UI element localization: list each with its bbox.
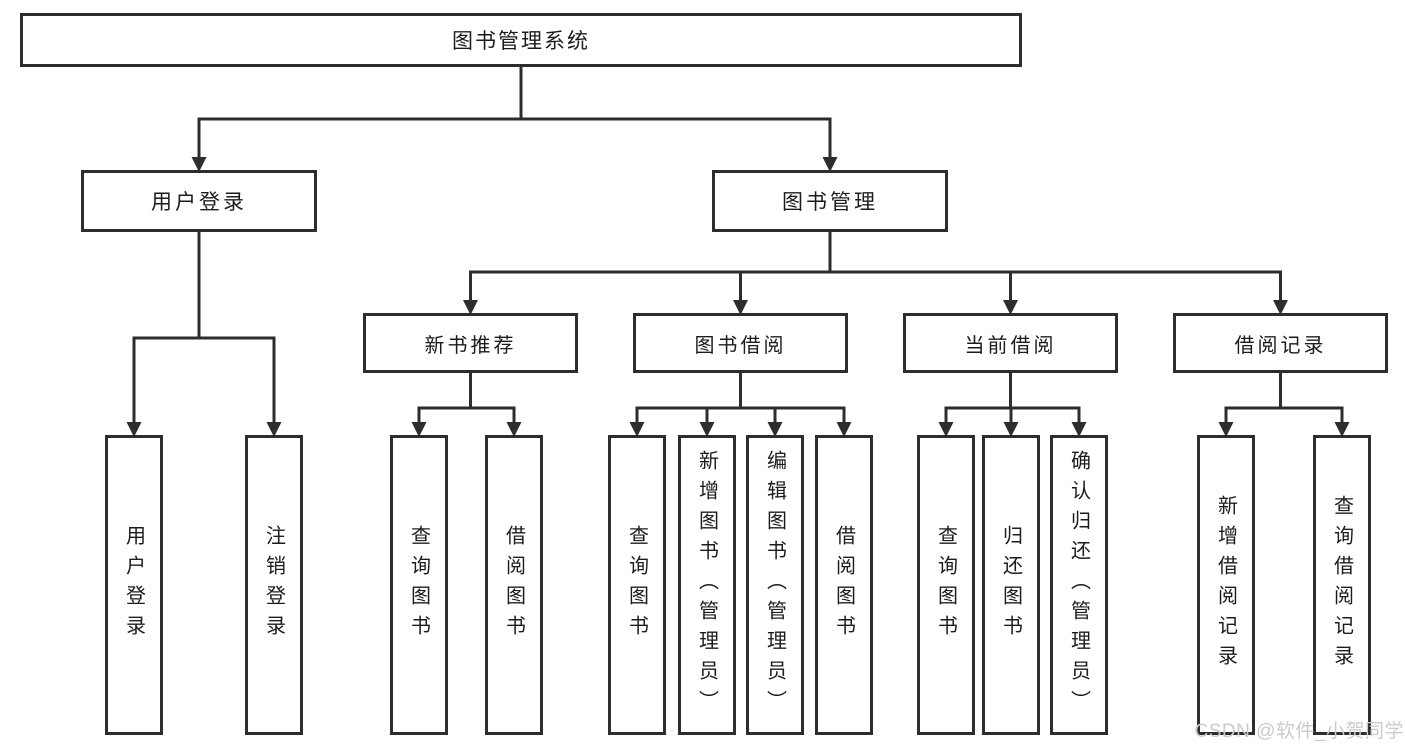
node-current-borrowing: 当前借阅 [903, 313, 1118, 373]
node-new-book-recommendation: 新书推荐 [363, 313, 578, 373]
node-borrowing-records: 借阅记录 [1173, 313, 1388, 373]
leaf-query-books-current: 查询图书 [917, 435, 975, 735]
leaf-borrow-books-recommend: 借阅图书 [485, 435, 543, 735]
leaf-add-borrow-record: 新增借阅记录 [1197, 435, 1255, 735]
leaf-confirm-return-admin: 确认归还（管理员） [1050, 435, 1108, 735]
node-book-borrowing: 图书借阅 [633, 313, 848, 373]
node-library-management-system: 图书管理系统 [20, 13, 1022, 67]
leaf-query-books-borrow: 查询图书 [608, 435, 666, 735]
watermark: CSDN @软件_小贺同学 [1194, 721, 1404, 742]
node-book-management: 图书管理 [712, 170, 948, 232]
leaf-query-borrow-record: 查询借阅记录 [1313, 435, 1371, 735]
leaf-user-login: 用户登录 [105, 435, 163, 735]
leaf-edit-book-admin: 编辑图书（管理员） [746, 435, 804, 735]
leaf-logout: 注销登录 [245, 435, 303, 735]
leaf-return-book: 归还图书 [982, 435, 1040, 735]
leaf-add-book-admin: 新增图书（管理员） [678, 435, 736, 735]
leaf-borrow-books-borrow: 借阅图书 [815, 435, 873, 735]
node-user-login: 用户登录 [81, 170, 317, 232]
leaf-query-books-recommend: 查询图书 [390, 435, 448, 735]
